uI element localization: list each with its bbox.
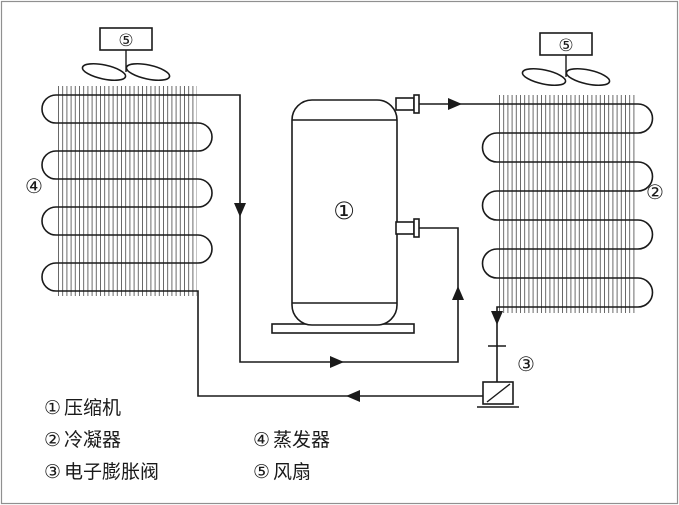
compressor-label: ① — [333, 197, 355, 225]
evaporator-fins — [58, 86, 197, 296]
evaporator-label: ④ — [25, 174, 43, 198]
compressor-shell — [291, 99, 398, 326]
flow-arrow-down-evaporator-out-icon — [234, 203, 246, 217]
evaporator-coil: ④ — [25, 86, 483, 397]
compressor-suction-port — [395, 218, 420, 238]
condenser-label: ② — [646, 180, 664, 204]
expansion-valve: ③ — [477, 345, 535, 408]
condenser-coil: ② — [419, 95, 664, 382]
fan-left: ⑤ — [81, 27, 171, 82]
flow-arrow-left-liquid-line-icon — [346, 390, 360, 402]
compressor-discharge-port — [395, 94, 420, 114]
flow-arrow-right-suction-run-icon — [330, 356, 344, 368]
flow-arrows — [234, 98, 503, 402]
compressor: ① — [271, 94, 420, 334]
fan-left-label: ⑤ — [118, 31, 133, 51]
fan-right: ⑤ — [521, 32, 611, 87]
evaporator-tube-and-suction-line — [41, 94, 483, 397]
flow-arrow-up-suction-icon — [452, 286, 464, 300]
condenser-fins — [499, 95, 637, 313]
flow-arrow-right-discharge-icon — [448, 98, 462, 110]
valve-lever — [486, 383, 511, 403]
flow-arrow-down-condenser-out-icon — [491, 311, 503, 325]
fan-right-blades-icon — [521, 67, 611, 87]
expansion-valve-label: ③ — [517, 352, 535, 376]
fan-right-label: ⑤ — [558, 36, 573, 56]
condenser-tube-and-discharge-line — [419, 103, 654, 382]
fan-left-blades-icon — [81, 62, 171, 82]
